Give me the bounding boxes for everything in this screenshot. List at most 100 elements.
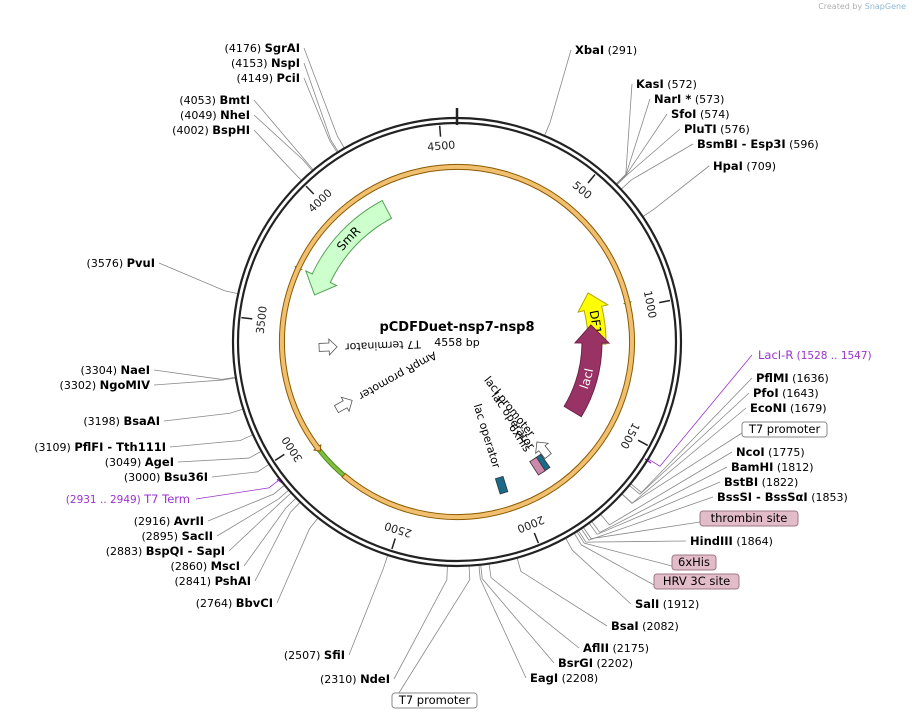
enzyme-site-label: (4176) SgrAI <box>225 41 300 55</box>
ruler-label: 2000 <box>515 513 546 536</box>
leader-line <box>253 114 313 172</box>
leader-line <box>177 450 262 463</box>
enzyme-site-label: SfoI (574) <box>671 107 730 121</box>
enzyme-site-label: (2841) PshAI <box>174 574 251 588</box>
leader-line <box>478 564 527 679</box>
small-feature-label: T7 terminator <box>344 337 422 353</box>
enzyme-name: BstBI <box>724 475 758 489</box>
enzyme-site-label: HpaI (709) <box>713 159 776 173</box>
ruler-tick <box>274 453 285 461</box>
enzyme-site-label: BamHI (1812) <box>731 460 814 474</box>
enzyme-name: PciI <box>277 71 300 85</box>
primer-name: LacI-R <box>758 348 793 362</box>
enzyme-site-label: (2883) BspQI - SapI <box>106 544 225 558</box>
enzyme-name: NspI <box>271 56 300 70</box>
enzyme-name: PluTI <box>684 122 717 136</box>
enzyme-site-label: (2860) MscI <box>171 559 240 573</box>
enzyme-site-label: BsrGI (2202) <box>558 656 633 670</box>
enzyme-position: (2883) <box>106 545 146 558</box>
leader-line <box>628 392 750 495</box>
enzyme-position: (2082) <box>639 620 679 633</box>
enzyme-position: (4002) <box>172 124 212 137</box>
enzyme-name: SfiI <box>324 648 345 662</box>
enzyme-position: (2841) <box>174 575 214 588</box>
enzyme-position: (596) <box>786 138 819 151</box>
enzyme-site-label: (4053) BmtI <box>179 93 250 107</box>
enzyme-name: NcoI <box>736 445 765 459</box>
feature-label: lacI <box>577 367 596 391</box>
ruler-label: 4500 <box>427 139 456 154</box>
enzyme-site-label: EcoNI (1679) <box>750 401 827 415</box>
enzyme-name: BamHI <box>731 460 773 474</box>
enzyme-name: BspHI <box>212 123 250 137</box>
enzyme-site-label: (2507) SfiI <box>284 648 345 662</box>
enzyme-site-label: PluTI (576) <box>684 122 750 136</box>
enzyme-site-label: KasI (572) <box>636 77 697 91</box>
enzyme-name: NarI * <box>654 92 691 106</box>
enzyme-name: HindIII <box>690 534 733 548</box>
enzyme-name: PvuI <box>127 256 155 270</box>
leader-line <box>616 113 668 185</box>
enzyme-name: BsaAI <box>123 414 160 428</box>
ruler-label: 3000 <box>279 434 305 465</box>
ruler-label: 3500 <box>254 305 270 334</box>
enzyme-position: (1812) <box>773 461 813 474</box>
small-feature-arrow <box>535 441 552 460</box>
leader-line <box>303 77 338 153</box>
enzyme-site-label: NcoI (1775) <box>736 445 805 459</box>
leader-line <box>348 554 389 656</box>
primer-range: (1528 .. 1547) <box>793 350 871 362</box>
primer-label: LacI-R (1528 .. 1547) <box>758 348 872 362</box>
feature-arrow-laci <box>563 324 611 418</box>
enzyme-site-label: (3109) PflFI - Tth111I <box>34 440 166 454</box>
feature-callout-label: thrombin site <box>711 511 788 525</box>
enzyme-position: (2764) <box>196 597 236 610</box>
enzyme-position: (576) <box>717 123 750 136</box>
leader-line <box>588 481 721 535</box>
leader-line <box>600 451 733 526</box>
leader-line <box>303 47 345 149</box>
feature-label: CloDF13 ori <box>0 0 605 346</box>
site-leader-lines <box>153 47 753 705</box>
enzyme-name: BsmBI - Esp3I <box>697 137 786 151</box>
leader-line <box>158 262 239 295</box>
enzyme-position: (3304) <box>80 364 120 377</box>
enzyme-position: (2507) <box>284 649 324 662</box>
enzyme-name: BsaI <box>611 619 639 633</box>
ruler-label: 1500 <box>617 420 642 451</box>
ruler-label: 500 <box>570 179 594 202</box>
leader-line <box>153 369 236 380</box>
feature-arrow-unlabeled-5 <box>279 164 635 520</box>
small-feature-box <box>494 475 509 495</box>
enzyme-site-label: (3302) NgoMIV <box>60 378 151 392</box>
primer-name: T7 Term <box>143 492 190 506</box>
enzyme-site-label: (3304) NaeI <box>80 363 150 377</box>
enzyme-position: (1775) <box>765 446 805 459</box>
plasmid-length: 4558 bp <box>434 336 479 349</box>
leader-line <box>169 434 254 448</box>
leader-line <box>228 492 292 552</box>
enzyme-name: SfoI <box>671 107 696 121</box>
enzyme-site-label: (2916) AvrII <box>134 514 204 528</box>
leader-line <box>243 497 297 567</box>
enzyme-name: NheI <box>220 108 250 122</box>
feature-arrow-smr <box>304 199 393 296</box>
ruler-tick <box>241 316 253 320</box>
leader-line <box>647 354 753 467</box>
enzyme-name: BbvCI <box>236 596 273 610</box>
enzyme-position: (3000) <box>124 471 164 484</box>
enzyme-position: (3198) <box>83 415 123 428</box>
enzyme-site-label: BssSI - BssSαI (1853) <box>717 490 848 504</box>
enzyme-site-label: PflMI (1636) <box>756 371 829 385</box>
leader-line <box>254 501 301 582</box>
enzyme-name: BspQI - SapI <box>146 544 225 558</box>
ruler-tick <box>637 439 649 447</box>
ruler-tick <box>438 125 442 137</box>
feature-callout-box <box>699 510 799 527</box>
leader-line <box>620 143 694 190</box>
leader-line <box>195 478 281 500</box>
enzyme-position: (3576) <box>87 257 127 270</box>
enzyme-position: (4176) <box>225 42 265 55</box>
leader-line <box>216 489 290 537</box>
